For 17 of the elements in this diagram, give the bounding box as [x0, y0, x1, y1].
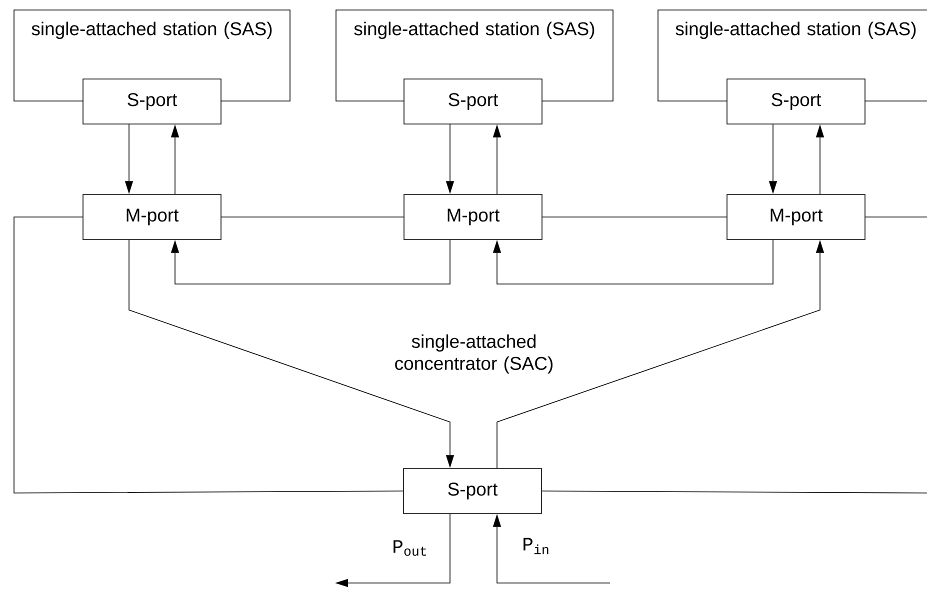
concentrator-label: single-attached concentrator (SAC) — [395, 334, 553, 374]
connector-line — [542, 490, 927, 494]
arrow — [492, 240, 774, 284]
port-box: S-port — [403, 468, 542, 514]
connector-line — [542, 216, 727, 218]
connector-line — [865, 216, 927, 218]
port-box: M-port — [726, 194, 866, 240]
port-box: S-port — [82, 78, 222, 124]
arrow — [170, 240, 450, 284]
edge-label: P$_{out}$ — [394, 540, 426, 556]
port-box: S-port — [404, 78, 542, 124]
edge-label: P$_{in}$ — [524, 538, 548, 554]
port-box: M-port — [404, 194, 542, 240]
connector-line — [221, 216, 404, 218]
port-box: M-port — [82, 194, 222, 240]
connector-line — [14, 216, 404, 494]
port-box: S-port — [726, 78, 866, 124]
